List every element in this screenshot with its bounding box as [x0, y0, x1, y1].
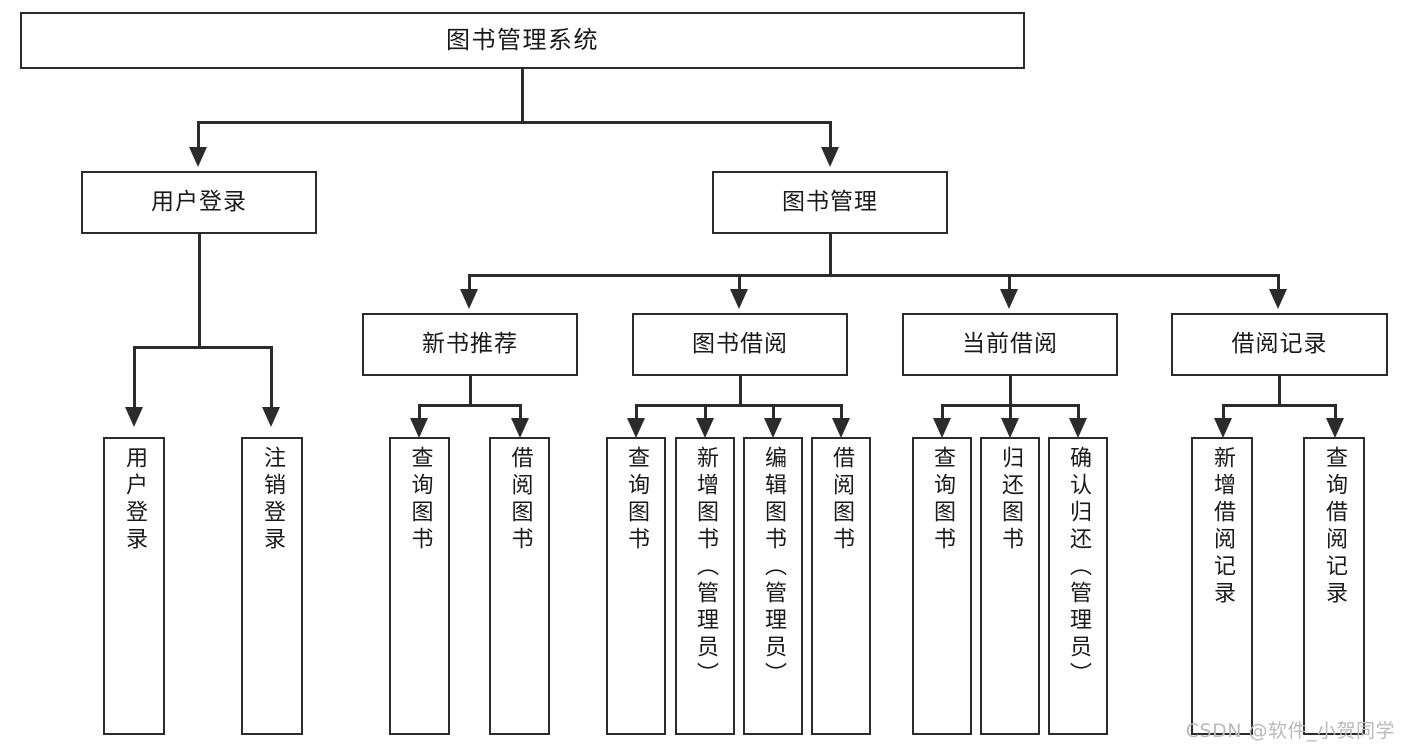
arrowhead-icon	[764, 418, 782, 438]
connector-to-leaf-user-login	[133, 346, 136, 409]
connector-book-management-bus	[468, 274, 1280, 277]
connector-book-borrow-bus	[635, 404, 842, 407]
arrowhead-icon	[189, 147, 207, 167]
node-label: 查询借阅记录	[1322, 446, 1347, 608]
connector-to-leaf-return-book	[1009, 404, 1012, 420]
node-leaf-borrow-book-1[interactable]: 借阅图书	[489, 437, 550, 735]
node-label: 新增图书（管理员）	[693, 446, 718, 689]
node-label: 当前借阅	[962, 330, 1058, 357]
node-leaf-add-book[interactable]: 新增图书（管理员）	[675, 437, 735, 735]
node-label: 图书管理	[782, 188, 878, 215]
node-leaf-query-book-2[interactable]: 查询图书	[606, 437, 666, 735]
connector-to-new-book-recommend	[468, 274, 471, 291]
connector-current-borrow-stem	[1009, 376, 1012, 406]
arrowhead-icon	[460, 289, 478, 309]
node-leaf-query-book-3[interactable]: 查询图书	[912, 437, 972, 735]
node-label: 图书借阅	[692, 330, 788, 357]
node-label: 新书推荐	[422, 330, 518, 357]
connector-borrow-record-stem	[1278, 376, 1281, 406]
node-label: 查询图书	[624, 446, 649, 554]
connector-root-stem	[521, 69, 524, 121]
arrowhead-icon	[1326, 418, 1344, 438]
connector-to-leaf-borrow-book-2	[840, 404, 843, 420]
connector-root-to-book-management	[829, 121, 832, 149]
node-label: 新增借阅记录	[1210, 446, 1235, 608]
connector-user-login-stem	[198, 234, 201, 349]
node-label: 查询图书	[930, 446, 955, 554]
connector-new-book-recommend-stem	[469, 376, 472, 406]
connector-root-bus	[197, 121, 831, 124]
connector-to-leaf-query-book-1	[418, 404, 421, 420]
arrowhead-icon	[730, 289, 748, 309]
node-label: 用户登录	[122, 446, 147, 554]
node-book-borrow[interactable]: 图书借阅	[632, 313, 848, 376]
node-leaf-confirm-return[interactable]: 确认归还（管理员）	[1048, 437, 1108, 735]
arrowhead-icon	[410, 418, 428, 438]
node-label: 用户登录	[151, 188, 247, 215]
node-label: 编辑图书（管理员）	[761, 446, 786, 689]
node-new-book-recommend[interactable]: 新书推荐	[362, 313, 578, 376]
node-borrow-record[interactable]: 借阅记录	[1171, 313, 1388, 376]
connector-root-to-user-login	[197, 121, 200, 149]
arrowhead-icon	[1214, 418, 1232, 438]
node-label: 图书管理系统	[446, 26, 599, 55]
node-root-system[interactable]: 图书管理系统	[20, 12, 1025, 69]
connector-borrow-record-bus	[1222, 404, 1337, 407]
arrowhead-icon	[262, 407, 280, 427]
node-user-login[interactable]: 用户登录	[81, 171, 317, 234]
node-leaf-add-borrow-record[interactable]: 新增借阅记录	[1191, 437, 1253, 735]
connector-to-current-borrow	[1008, 274, 1011, 291]
connector-to-leaf-add-book	[704, 404, 707, 420]
arrowhead-icon	[125, 407, 143, 427]
node-leaf-borrow-book-2[interactable]: 借阅图书	[811, 437, 871, 735]
node-leaf-edit-book[interactable]: 编辑图书（管理员）	[743, 437, 803, 735]
node-leaf-return-book[interactable]: 归还图书	[980, 437, 1040, 735]
connector-to-leaf-query-book-3	[941, 404, 944, 420]
arrowhead-icon	[511, 418, 529, 438]
node-leaf-query-borrow-record[interactable]: 查询借阅记录	[1303, 437, 1365, 735]
node-label: 借阅图书	[829, 446, 854, 554]
arrowhead-icon	[1269, 289, 1287, 309]
node-book-management[interactable]: 图书管理	[712, 171, 948, 234]
arrowhead-icon	[1069, 418, 1087, 438]
arrowhead-icon	[696, 418, 714, 438]
node-current-borrow[interactable]: 当前借阅	[902, 313, 1118, 376]
connector-to-borrow-record	[1277, 274, 1280, 291]
connector-to-leaf-edit-book	[772, 404, 775, 420]
arrowhead-icon	[1001, 418, 1019, 438]
node-label: 借阅图书	[507, 446, 533, 554]
connector-to-leaf-query-borrow-record	[1334, 404, 1337, 420]
connector-to-book-borrow	[738, 274, 741, 291]
node-label: 归还图书	[998, 446, 1023, 554]
arrowhead-icon	[627, 418, 645, 438]
node-leaf-user-login[interactable]: 用户登录	[103, 437, 165, 735]
connector-to-leaf-logout-login	[270, 346, 273, 409]
arrowhead-icon	[933, 418, 951, 438]
arrowhead-icon	[1000, 289, 1018, 309]
arrowhead-icon	[832, 418, 850, 438]
connector-new-book-recommend-bus	[418, 404, 522, 407]
connector-to-leaf-confirm-return	[1077, 404, 1080, 420]
connector-to-leaf-add-borrow-record	[1222, 404, 1225, 420]
node-label: 借阅记录	[1231, 330, 1328, 357]
node-label: 查询图书	[407, 446, 433, 554]
connector-to-leaf-query-book-2	[635, 404, 638, 420]
node-leaf-query-book-1[interactable]: 查询图书	[389, 437, 450, 735]
connector-user-login-bus	[133, 346, 273, 349]
node-label: 注销登录	[260, 446, 285, 554]
connector-book-borrow-stem	[739, 376, 742, 406]
connector-to-leaf-borrow-book-1	[519, 404, 522, 420]
node-leaf-logout-login[interactable]: 注销登录	[241, 437, 303, 735]
node-label: 确认归还（管理员）	[1066, 446, 1091, 689]
connector-book-management-stem	[829, 234, 832, 276]
arrowhead-icon	[821, 147, 839, 167]
